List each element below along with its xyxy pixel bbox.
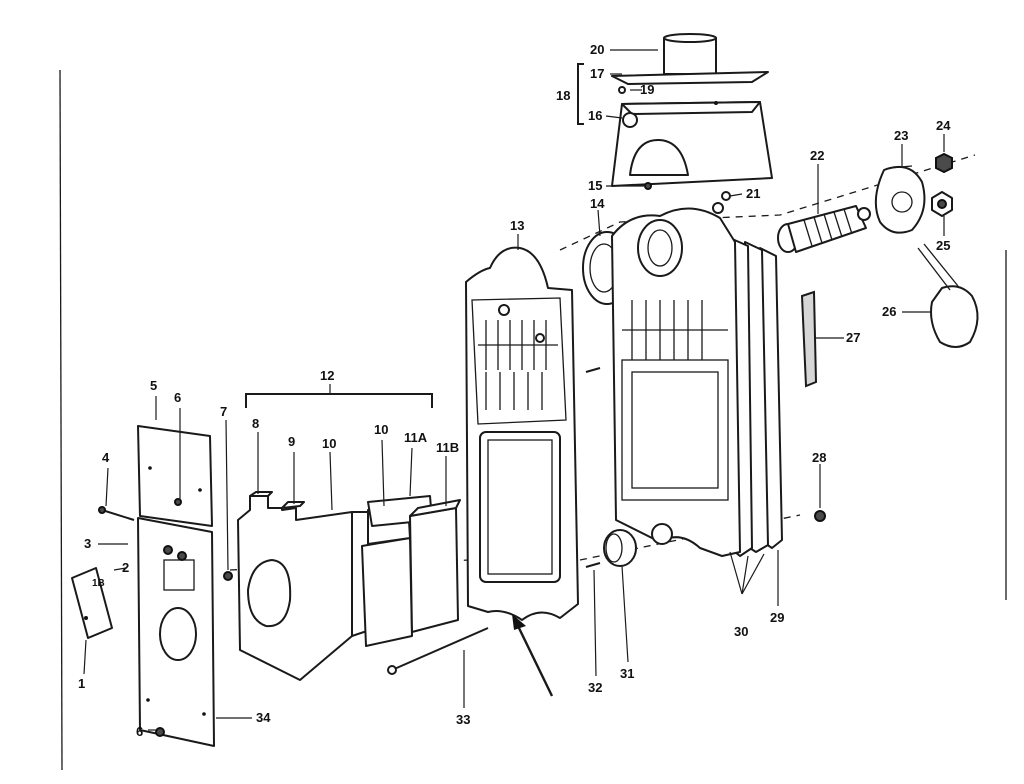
burner-cover-part (917, 243, 979, 348)
callout-10: 10 (374, 422, 388, 437)
clip-part (618, 86, 731, 201)
callout-14: 14 (590, 196, 605, 211)
callout-2: 2 (122, 560, 129, 575)
callout-25: 25 (936, 238, 950, 253)
callout-8: 8 (252, 416, 259, 431)
hinge-pin-part (98, 506, 135, 521)
clean-out-cap-part (603, 529, 637, 567)
callout-6: 6 (174, 390, 181, 405)
callout-20: 20 (590, 42, 604, 57)
side-bar-part (800, 290, 818, 388)
callout-13: 13 (510, 218, 524, 233)
callout-1b: 1B (92, 578, 105, 589)
callout-6: 6 (136, 724, 143, 739)
callout-22: 22 (810, 148, 824, 163)
callout-labels: 1 2 3 4 5 6 6 7 8 9 10 10 11A 11B 12 13 … (78, 42, 951, 739)
observation-plate-part (137, 425, 213, 527)
callout-34: 34 (256, 710, 271, 725)
nut-part (935, 152, 953, 174)
callout-11a: 11A (404, 430, 428, 445)
rod-part (585, 367, 601, 568)
callout-15: 15 (588, 178, 602, 193)
plug-part (814, 510, 826, 522)
callout-33: 33 (456, 712, 470, 727)
arrow-icon (512, 614, 554, 697)
callout-21: 21 (746, 186, 760, 201)
callout-5: 5 (150, 378, 157, 393)
callout-28: 28 (812, 450, 826, 465)
boiler-sections-part (611, 202, 783, 557)
flue-hood-part (611, 101, 773, 187)
leader-lines (83, 49, 945, 731)
callout-19: 19 (640, 82, 654, 97)
callout-32: 32 (588, 680, 602, 695)
screw-part (155, 498, 187, 737)
callout-1: 1 (78, 676, 85, 691)
burner-housing-part (874, 165, 926, 234)
callout-7: 7 (220, 404, 227, 419)
callout-3: 3 (84, 536, 91, 551)
callout-30: 30 (734, 624, 748, 639)
callout-16: 16 (588, 108, 602, 123)
callout-27: 27 (846, 330, 860, 345)
front-panel-part (137, 517, 215, 747)
callout-11b: 11B (436, 440, 459, 455)
callout-23: 23 (894, 128, 908, 143)
burner-tube-part (777, 205, 871, 253)
callout-31: 31 (620, 666, 634, 681)
callout-24: 24 (936, 118, 951, 133)
scan-edge-line (59, 69, 63, 771)
callout-10: 10 (322, 436, 336, 451)
washer-part (223, 571, 233, 581)
callout-18: 18 (556, 88, 570, 103)
callout-9: 9 (288, 434, 295, 449)
callout-26: 26 (882, 304, 896, 319)
flue-collar-part (611, 33, 769, 85)
tie-rod-part (387, 627, 489, 675)
refractory-chamber-part (237, 491, 371, 681)
sight-door-part (71, 567, 113, 639)
callout-17: 17 (590, 66, 604, 81)
callout-12: 12 (320, 368, 334, 383)
lock-nut-part (931, 191, 953, 217)
group-bracket (577, 63, 584, 125)
callout-4: 4 (102, 450, 110, 465)
callout-29: 29 (770, 610, 784, 625)
front-section-part (465, 246, 579, 621)
refractory-brick-11b-part (409, 499, 461, 633)
group-bracket (245, 384, 433, 408)
